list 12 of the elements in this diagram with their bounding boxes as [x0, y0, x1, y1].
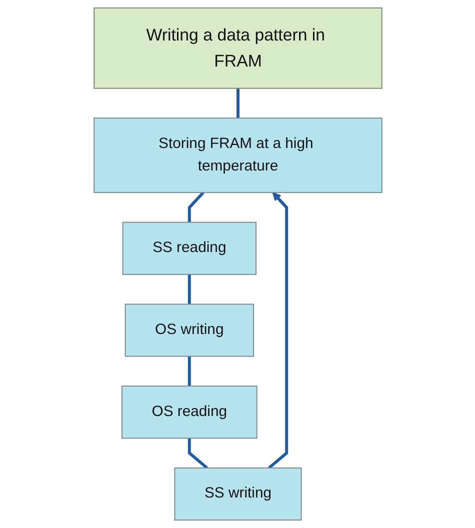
node-box: OS reading — [120, 386, 257, 439]
connector — [187, 192, 204, 222]
node-box: SS reading — [122, 222, 256, 275]
connector — [187, 274, 190, 304]
node-box: Storing FRAM at a high temperature — [93, 118, 382, 194]
node-box: Writing a data pattern in FRAM — [93, 7, 382, 89]
connector — [187, 438, 208, 470]
connector — [187, 356, 190, 386]
node-box: OS writing — [124, 304, 254, 357]
connector — [236, 88, 239, 118]
arrow — [267, 192, 288, 470]
node-box: SS writing — [174, 467, 302, 521]
